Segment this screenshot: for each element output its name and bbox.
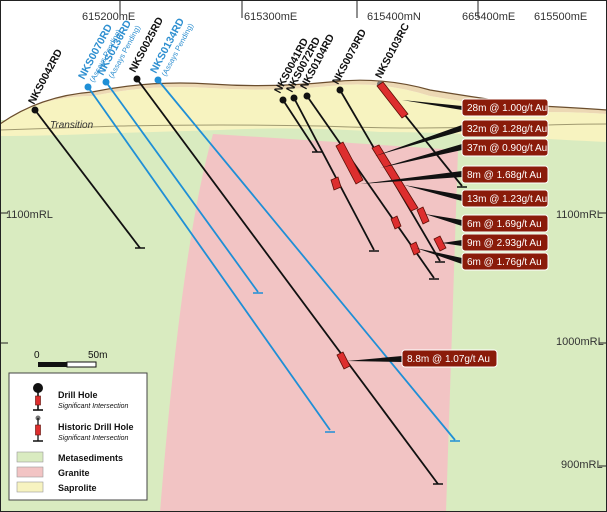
rl-label: 1000mRL: [556, 336, 604, 348]
easting-labels: 615200mE 615300mE 615400mN 665400mE 6155…: [82, 11, 587, 23]
legend-metasediments-swatch: [16, 451, 44, 463]
callout-leaders: [347, 100, 462, 362]
rl-label: 900mRL: [561, 459, 603, 471]
legend-historic-hole-symbol: [33, 415, 43, 442]
intersection-nks0025rd: [336, 351, 351, 370]
intercept-text: 8.8m @ 1.07g/t Au: [407, 354, 490, 365]
scale-start: 0: [34, 350, 40, 361]
drill-trace-nks0134rd: [157, 79, 456, 441]
easting-label: 615400mN: [367, 11, 421, 23]
collar-nks0104rd: [303, 92, 311, 100]
intercept-callouts: 28m @ 1.00g/t Au 32m @ 1.28g/t Au 37m @ …: [401, 98, 549, 368]
intercept-callout: 6m @ 1.76g/t Au: [461, 252, 549, 271]
hole-label-nks0079rd: NKS0079RD: [330, 27, 369, 87]
intercept-text: 9m @ 2.93g/t Au: [467, 238, 542, 249]
collar-nks0072rd: [290, 94, 298, 102]
intercept-text: 6m @ 1.76g/t Au: [467, 257, 542, 268]
scale-end: 50m: [88, 350, 107, 361]
intercept-text: 28m @ 1.00g/t Au: [467, 103, 547, 114]
intercept-text: 13m @ 1.23g/t Au: [467, 194, 547, 205]
intercept-callout: 8m @ 1.68g/t Au: [461, 165, 549, 184]
collar-nks0079rd: [336, 86, 344, 94]
legend-metasediments-label: Metasediments: [58, 453, 123, 463]
easting-label: 615200mE: [82, 11, 135, 23]
drill-trace-nks0041rd: [282, 99, 318, 153]
intersection-nks0104rd-b: [409, 241, 421, 256]
intersection-nks0104rd-a: [390, 215, 402, 230]
hole-label-nks0103rc: NKS0103RC: [373, 21, 412, 81]
rl-label: 1100mRL: [6, 209, 53, 221]
drill-trace-nks0136rd: [105, 81, 259, 293]
granite-unit: [160, 134, 458, 512]
collar-nks0041rd: [279, 96, 287, 104]
collar-nks0070rd: [84, 83, 92, 91]
drill-trace-nks0072rd: [293, 97, 375, 251]
intercept-callout: 37m @ 0.90g/t Au: [461, 138, 549, 157]
intersection-nks0072rd-a: [335, 141, 364, 185]
legend-saprolite-label: Saprolite: [58, 483, 97, 493]
intersection-nks0079rd-a: [371, 144, 419, 212]
scale-bar: 0 50m: [34, 350, 107, 368]
intercept-text: 8m @ 1.68g/t Au: [467, 170, 542, 181]
intercept-text: 37m @ 0.90g/t Au: [467, 143, 547, 154]
intersection-nks0079rd-b: [416, 206, 430, 225]
drill-trace-nks0070rd: [87, 86, 331, 431]
legend-granite-label: Granite: [58, 468, 90, 478]
intercept-text: 32m @ 1.28g/t Au: [467, 124, 547, 135]
intercept-text: 6m @ 1.69g/t Au: [467, 219, 542, 230]
collar-nks0136rd: [102, 78, 110, 86]
intercept-callout: 6m @ 1.69g/t Au: [461, 214, 549, 233]
easting-label: 615300mE: [244, 11, 297, 23]
legend-historic-sub: Significant Intersection: [58, 435, 129, 442]
rl-labels: 1100mRL 1100mRL 1000mRL 900mRL: [6, 209, 604, 471]
intercept-callout: 9m @ 2.93g/t Au: [461, 233, 549, 252]
intercept-callout: 13m @ 1.23g/t Au: [461, 189, 549, 208]
end-of-hole-ticks: [135, 151, 467, 485]
drill-trace-nks0042rd: [34, 109, 141, 249]
legend: Drill Hole Significant Intersection Hist…: [8, 372, 148, 501]
transition-label: Transition: [50, 120, 94, 131]
intersection-nks0079rd-c: [433, 235, 447, 252]
legend-drill-hole-sub: Significant Intersection: [58, 403, 129, 410]
intersection-segments: [330, 81, 447, 370]
legend-drill-hole-symbol: [33, 383, 43, 411]
intercept-callout: 28m @ 1.00g/t Au: [461, 98, 549, 117]
rl-label: 1100mRL: [556, 209, 603, 221]
collar-nks0025rd: [133, 75, 141, 83]
intercept-callout: 8.8m @ 1.07g/t Au: [401, 349, 498, 368]
legend-historic-label: Historic Drill Hole: [58, 422, 134, 432]
intersection-nks0103rc: [376, 81, 409, 119]
collar-nks0134rd: [154, 76, 162, 84]
legend-granite-swatch: [16, 466, 44, 478]
intersection-nks0072rd-b: [330, 176, 342, 191]
easting-label: 615500mE: [534, 11, 587, 23]
collar-nks0042rd: [31, 106, 39, 114]
legend-saprolite-swatch: [16, 481, 44, 493]
easting-label: 665400mE: [462, 11, 515, 23]
easting-ticks: [0, 0, 607, 467]
legend-drill-hole-label: Drill Hole: [58, 390, 98, 400]
drill-trace-nks0025rd: [136, 78, 439, 485]
intercept-callout: 32m @ 1.28g/t Au: [461, 119, 549, 138]
